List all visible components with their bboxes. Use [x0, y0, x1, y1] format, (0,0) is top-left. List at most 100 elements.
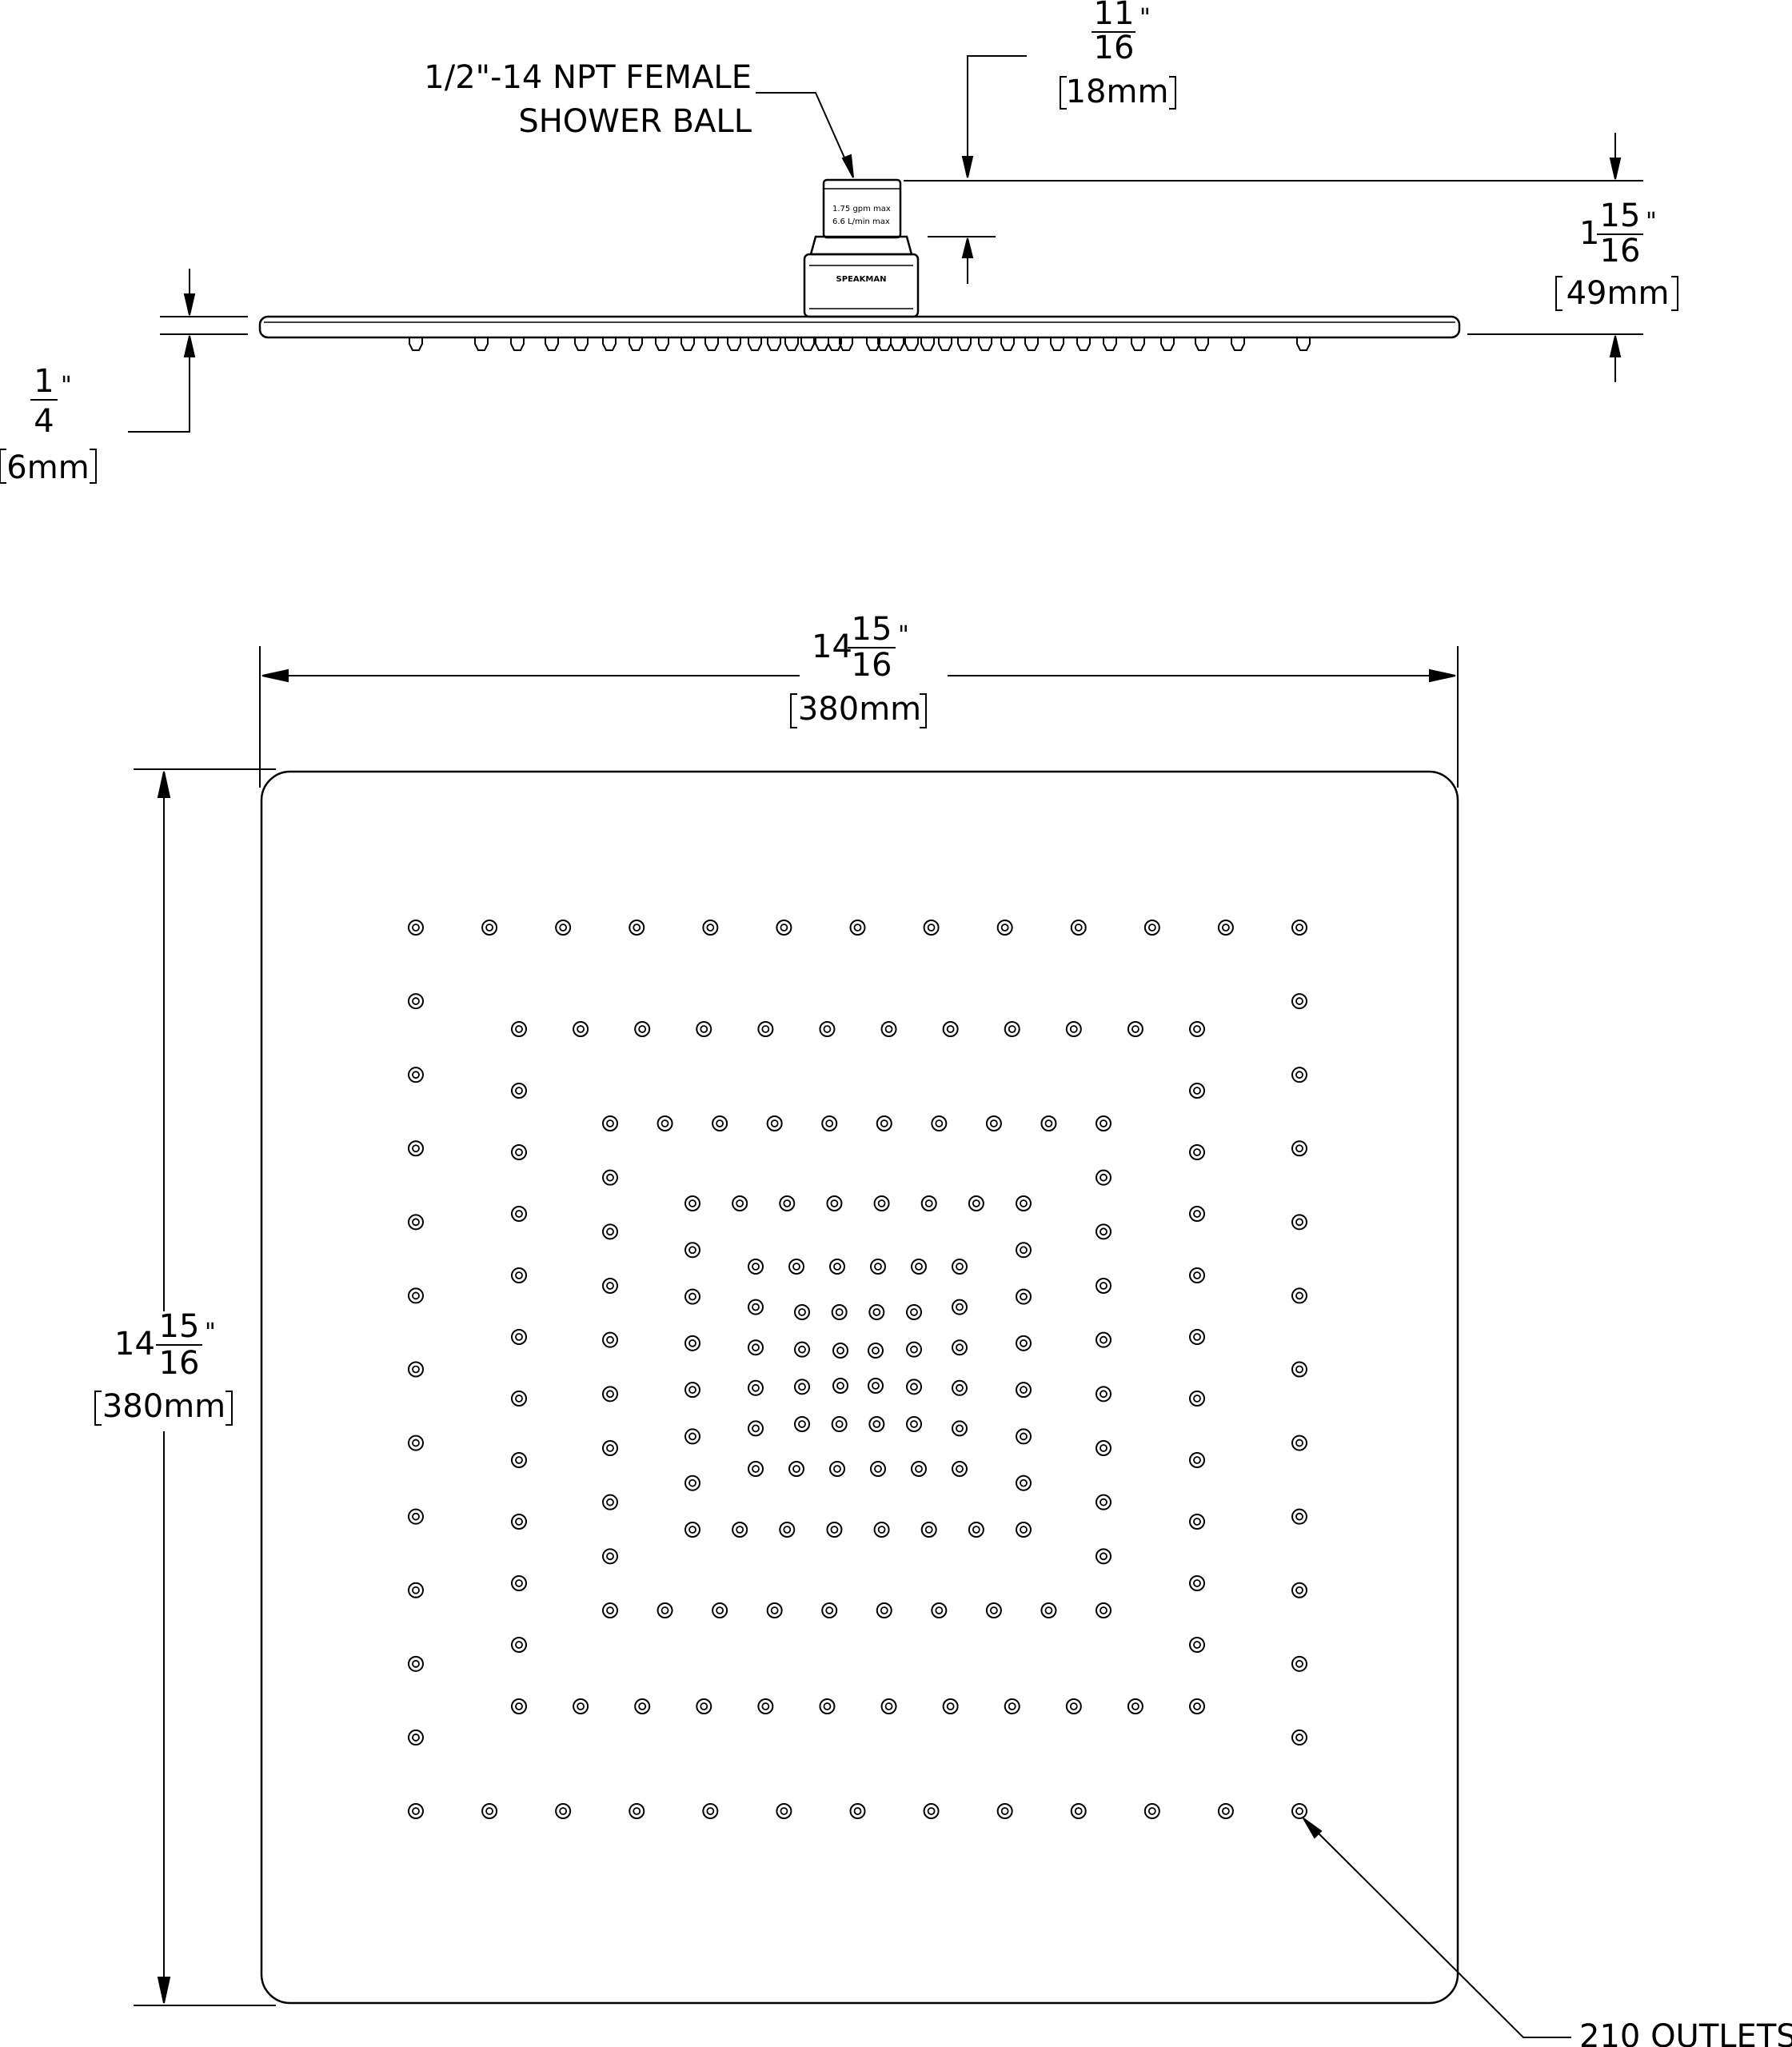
nozzle-outlet [684, 1474, 700, 1491]
nozzle-outlet [923, 920, 940, 936]
nozzle-outlet [511, 1452, 527, 1468]
nozzle-outlet [1096, 1278, 1112, 1294]
nozzle-outlet [1016, 1242, 1032, 1259]
nozzle-outlet [732, 1522, 748, 1538]
nozzle-outlet [776, 920, 792, 936]
nozzle-outlet [1016, 1522, 1032, 1538]
nozzle-outlet [1016, 1335, 1032, 1351]
nozzle-outlet [1291, 1508, 1307, 1525]
side-nozzle [1296, 337, 1311, 351]
side-nozzle [409, 337, 423, 351]
nozzle-outlet [602, 1602, 618, 1618]
length-metric: 380mm [102, 1388, 225, 1425]
nozzle-outlet [684, 1335, 700, 1351]
nozzle-outlet [821, 1115, 838, 1131]
overall-height-den: 16 [1600, 233, 1641, 269]
nozzle-outlet [1096, 1331, 1112, 1348]
nozzle-outlet [408, 993, 424, 1010]
side-nozzle [1050, 337, 1064, 351]
nozzle-outlet [1070, 1803, 1087, 1819]
nozzle-outlet [1040, 1115, 1057, 1131]
nozzle-outlet [408, 1434, 424, 1451]
nozzle-outlet [684, 1522, 700, 1538]
nozzle-outlet [952, 1299, 968, 1315]
shower-plate-side [258, 315, 1461, 339]
nozzle-outlet [794, 1341, 810, 1358]
nozzle-outlet [602, 1386, 618, 1403]
nozzle-outlet [1127, 1021, 1143, 1037]
nozzle-outlet [748, 1259, 764, 1275]
nozzle-outlet [696, 1021, 712, 1037]
nozzle-outlet [952, 1461, 968, 1477]
nozzle-outlet [757, 1698, 774, 1714]
nozzle-outlet [794, 1379, 810, 1395]
nozzle-outlet [1004, 1698, 1020, 1714]
nozzle-outlet [952, 1420, 968, 1437]
side-nozzle [1076, 337, 1091, 351]
nozzle-outlet [657, 1115, 673, 1131]
nozzle-outlet [868, 1378, 884, 1394]
swivel-housing [803, 253, 920, 318]
nozzle-outlet [629, 1803, 645, 1819]
shower-plate-top [260, 770, 1459, 2005]
nozzle-outlet [684, 1195, 700, 1211]
length-inch: " [205, 1319, 216, 1347]
nozzle-outlet [408, 920, 424, 936]
nozzle-outlet [408, 1287, 424, 1304]
nozzle-outlet [911, 1461, 927, 1477]
nozzle-outlet [748, 1299, 764, 1315]
nozzle-outlet [788, 1259, 804, 1275]
nozzle-outlet [1070, 920, 1087, 936]
nozzle-outlet [511, 1021, 527, 1037]
side-nozzle [1195, 337, 1209, 351]
side-nozzle [1103, 337, 1117, 351]
width-metric: 380mm [798, 691, 921, 728]
side-nozzle [680, 337, 695, 351]
nozzle-outlet [1189, 1698, 1205, 1714]
nozzle-outlet [868, 1416, 885, 1432]
side-view [258, 178, 1461, 351]
side-nozzle [510, 337, 525, 351]
width-whole: 14 [812, 628, 852, 665]
nozzle-outlet [985, 1115, 1002, 1131]
nozzle-outlet [931, 1115, 948, 1131]
nozzle-outlet [880, 1698, 897, 1714]
overall-height-whole: 1 [1579, 215, 1599, 252]
nozzle-outlet [849, 1803, 866, 1819]
nozzle-outlet [684, 1382, 700, 1399]
nozzle-outlet [1096, 1115, 1112, 1131]
nozzle-outlet [684, 1242, 700, 1259]
side-nozzle [602, 337, 617, 351]
nozzle-outlet [1189, 1083, 1205, 1099]
side-nozzle [938, 337, 952, 351]
nozzle-outlet [602, 1169, 618, 1186]
nozzle-outlet [1189, 1391, 1205, 1407]
nozzle-outlet [952, 1339, 968, 1356]
nozzle-outlet [1189, 1514, 1205, 1530]
nozzle-outlet [1291, 1655, 1307, 1672]
nozzle-outlet [1096, 1386, 1112, 1403]
nozzle-outlet [876, 1602, 892, 1618]
side-nozzle [957, 337, 972, 351]
plate-thickness-metric: 6mm [6, 449, 89, 486]
nozzle-outlet [923, 1803, 940, 1819]
nozzle-outlet [696, 1698, 712, 1714]
width-inch: " [898, 621, 909, 649]
side-nozzle [890, 337, 904, 351]
flow-rate-label-2: 6.6 L/min max [832, 217, 890, 226]
nozzle-outlet [748, 1420, 764, 1437]
nozzle-outlet [757, 1021, 774, 1037]
nozzle-outlet [870, 1461, 886, 1477]
nozzle-outlet [408, 1214, 424, 1231]
nozzle-outlet [1004, 1021, 1020, 1037]
nozzle-outlet [481, 1803, 498, 1819]
plate-thickness-den: 4 [34, 403, 54, 440]
nozzle-outlet [1189, 1329, 1205, 1345]
side-nozzle [978, 337, 992, 351]
nozzle-outlet [702, 1803, 719, 1819]
width-den: 16 [852, 647, 892, 684]
plate-thickness-num: 1 [34, 363, 54, 400]
nozzle-outlet [942, 1698, 959, 1714]
nozzle-outlet [481, 920, 498, 936]
nozzle-outlet [819, 1698, 836, 1714]
